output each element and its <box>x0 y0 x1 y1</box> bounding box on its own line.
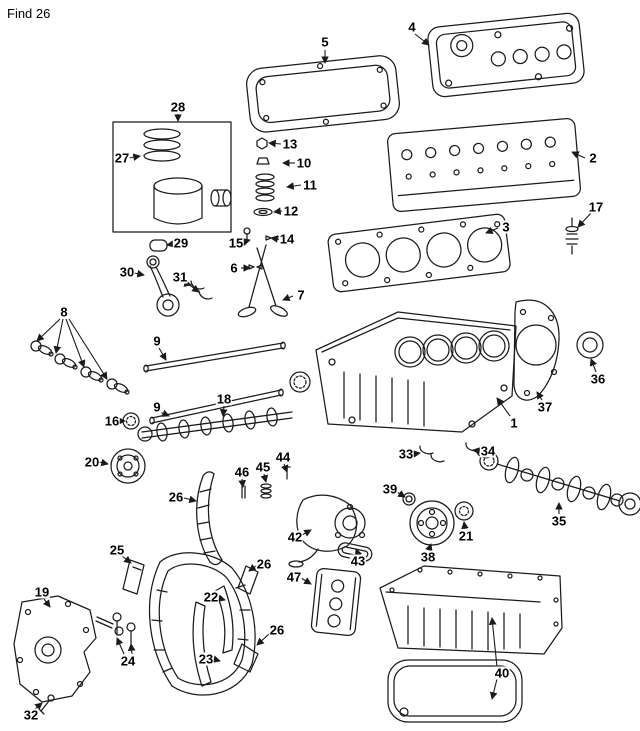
valve-train-parts-drawing <box>237 137 288 318</box>
timing-plate-drawing <box>513 299 560 401</box>
oil-cooler-drawing <box>310 567 362 637</box>
find-label: Find 26 <box>7 6 51 21</box>
oil-pump-drawing <box>241 466 373 568</box>
upper-timing-chain-drawing <box>122 471 223 595</box>
timing-case-drawing <box>13 595 124 715</box>
oil-pan-drawing <box>379 565 563 723</box>
valve-cover-gasket-drawing <box>246 55 400 133</box>
crankshaft-drawing <box>479 451 640 516</box>
valve-cover-drawing <box>427 12 585 98</box>
valve-rails-drawing <box>143 341 286 425</box>
engine-block-drawing <box>289 311 517 433</box>
damper-pulley-drawing <box>402 492 474 546</box>
main-bearings-drawing <box>419 442 491 463</box>
rocker-arms-drawing <box>30 340 130 395</box>
cylinder-head-drawing <box>387 117 581 213</box>
cam-pulley-drawing <box>110 448 146 484</box>
timing-chain-drawing <box>148 552 259 696</box>
piston-kit-drawing <box>112 121 232 233</box>
crank-seal-drawing <box>576 331 604 359</box>
valve-stem-seal-drawing <box>565 217 579 255</box>
camshaft-drawing <box>122 407 293 442</box>
head-gasket-drawing <box>327 213 511 293</box>
leader-lines <box>34 33 598 711</box>
connecting-rod-drawing <box>146 239 213 317</box>
